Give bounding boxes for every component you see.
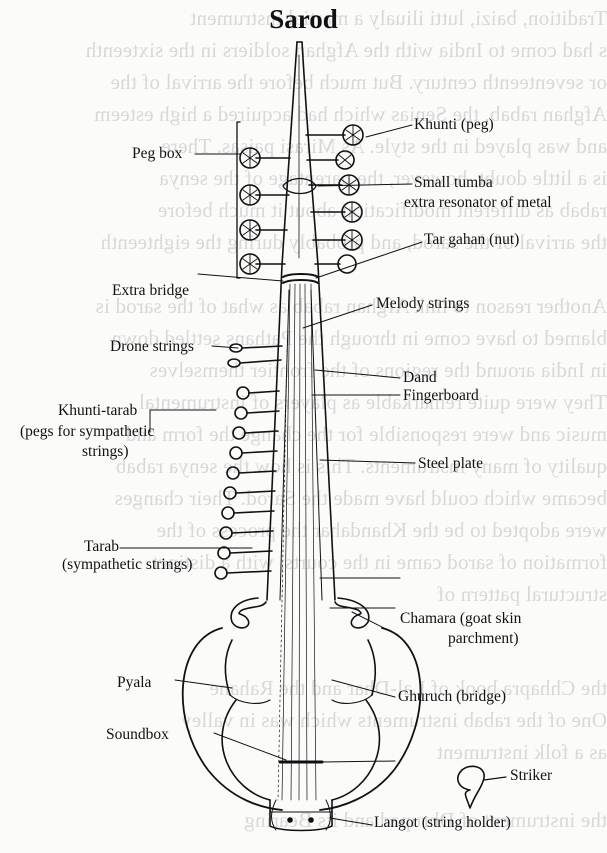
melody-pegs-left: [239, 147, 291, 275]
label-pegs-sympathetic-2: strings): [82, 443, 129, 460]
label-peg-box: Peg box: [132, 145, 183, 162]
label-chamara-2: parchment): [448, 630, 519, 647]
tarab-pegs: [214, 386, 280, 580]
peg-box-bracket: [236, 121, 241, 279]
label-pyala: Pyala: [117, 674, 152, 691]
label-khunti: Khunti (peg): [414, 116, 494, 133]
label-steel-plate: Steel plate: [418, 455, 483, 472]
label-khunti-tarab: Khunti-tarab: [58, 402, 138, 419]
label-fingerboard: Fingerboard: [403, 387, 479, 404]
label-soundbox: Soundbox: [106, 726, 169, 743]
label-sympathetic-strings: (sympathetic strings): [62, 556, 193, 573]
strings: [277, 283, 317, 801]
label-tarab: Tarab: [84, 538, 120, 555]
langot: [269, 799, 333, 832]
label-extra-bridge: Extra bridge: [112, 282, 190, 299]
label-striker: Striker: [510, 767, 553, 784]
steel-plate: [279, 289, 323, 601]
leader-lines: [119, 124, 423, 826]
label-extra-resonator: extra resonator of metal: [404, 194, 552, 211]
label-melody-strings: Melody strings: [376, 295, 470, 312]
diagram-title: Sarod: [269, 4, 338, 34]
small-tumba: [282, 177, 317, 195]
tar-gahan-nut: [282, 273, 319, 284]
label-dand: Dand: [403, 369, 437, 386]
soundbox: [181, 597, 422, 811]
drone-pegs: [227, 343, 283, 368]
label-langot: Langot (string holder): [374, 814, 511, 831]
label-tar-gahan: Tar gahan (nut): [424, 231, 520, 248]
label-pegs-sympathetic-1: (pegs for sympathetic: [20, 423, 155, 440]
striker: [457, 765, 507, 809]
melody-pegs-right: [305, 124, 364, 274]
label-drone-strings: Drone strings: [110, 338, 194, 355]
label-ghuruch: Ghuruch (bridge): [398, 688, 507, 705]
label-small-tumba: Small tumba: [414, 174, 493, 191]
label-chamara-1: Chamara (goat skin: [400, 610, 522, 627]
